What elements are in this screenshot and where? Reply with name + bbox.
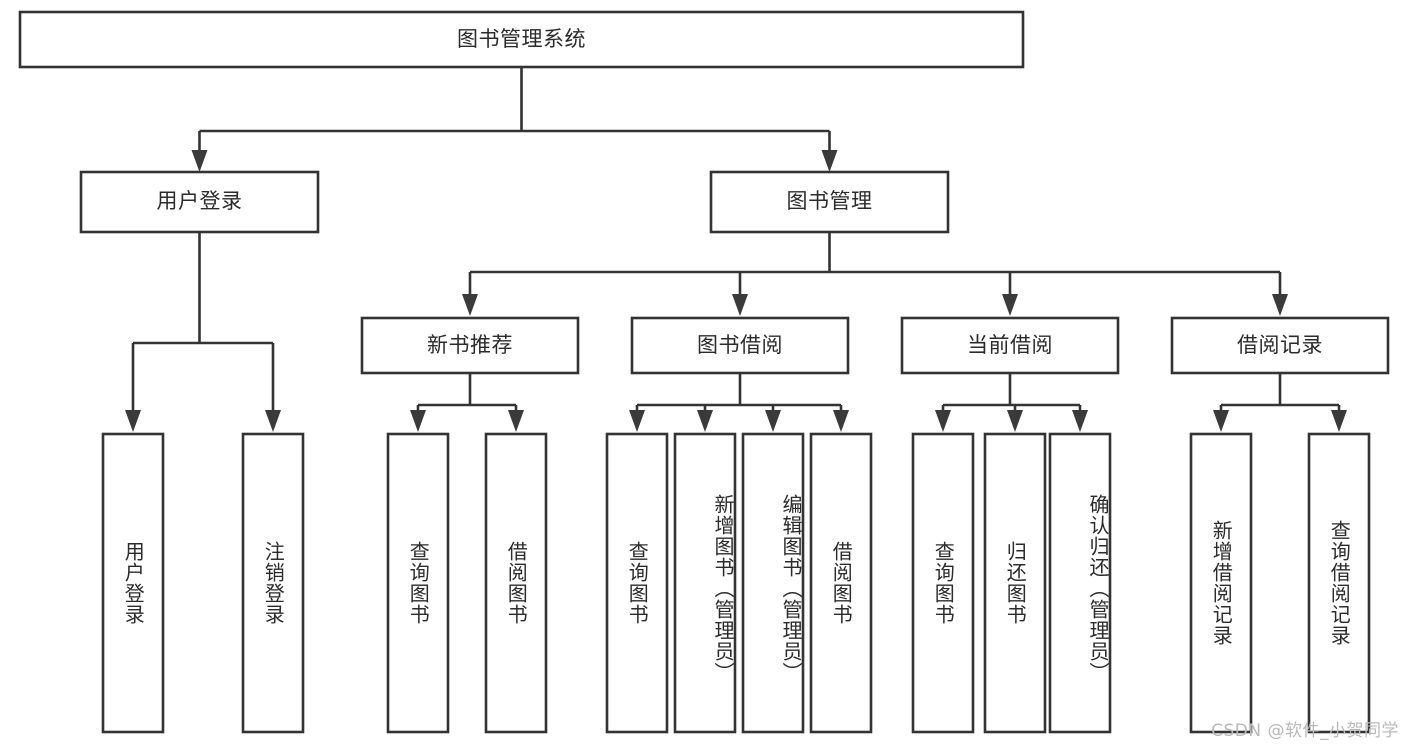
node-box-new-book-rec[interactable] xyxy=(360,316,580,375)
arrow-head-current-borrow xyxy=(1002,294,1018,316)
node-box-root[interactable] xyxy=(18,10,1025,69)
node-box-leaf-add-record[interactable] xyxy=(1189,432,1253,734)
arrow-head-leaf-user-logout xyxy=(265,410,281,432)
node-box-borrow-record[interactable] xyxy=(1170,316,1390,375)
node-box-leaf-edit-book[interactable] xyxy=(741,432,805,734)
connector-current-borrow-to-leaves xyxy=(941,373,1082,412)
connector-user-login-to-leaves xyxy=(131,232,275,412)
arrow-head-book-borrow xyxy=(732,294,748,316)
arrow-head-leaf-add-book xyxy=(697,410,713,432)
arrow-head-leaf-query-book-2 xyxy=(629,410,645,432)
connector-root-to-level2 xyxy=(198,67,831,152)
arrow-head-leaf-add-record xyxy=(1213,410,1229,432)
connector-book-borrow-to-leaves xyxy=(635,373,843,412)
node-box-leaf-borrow-book-1[interactable] xyxy=(484,432,548,734)
node-box-leaf-return-book[interactable] xyxy=(983,432,1047,734)
node-box-leaf-user-logout[interactable] xyxy=(241,432,305,734)
arrow-head-new-book-rec xyxy=(462,294,478,316)
arrow-head-leaf-query-book-1 xyxy=(410,410,426,432)
node-box-leaf-add-book[interactable] xyxy=(673,432,737,734)
arrow-head-leaf-borrow-book-2 xyxy=(833,410,849,432)
node-box-leaf-user-login[interactable] xyxy=(101,432,165,734)
connector-new-book-rec-to-leaves xyxy=(416,373,518,412)
node-box-current-borrow[interactable] xyxy=(900,316,1120,375)
node-box-user-login[interactable] xyxy=(79,170,320,234)
node-box-book-manage[interactable] xyxy=(709,170,950,234)
arrow-head-borrow-record xyxy=(1272,294,1288,316)
node-box-book-borrow[interactable] xyxy=(630,316,850,375)
node-box-leaf-query-book-2[interactable] xyxy=(605,432,669,734)
arrow-head-book-manage xyxy=(821,150,838,172)
connector-borrow-record-to-leaves xyxy=(1219,373,1341,412)
node-box-leaf-borrow-book-2[interactable] xyxy=(809,432,873,734)
arrow-head-leaf-return-book xyxy=(1007,410,1023,432)
arrow-head-leaf-edit-book xyxy=(765,410,781,432)
node-box-leaf-query-record[interactable] xyxy=(1307,432,1371,734)
node-box-leaf-query-book-3[interactable] xyxy=(911,432,975,734)
connector-book-manage-to-level3 xyxy=(468,232,1282,296)
arrow-head-leaf-query-book-3 xyxy=(935,410,951,432)
node-box-leaf-query-book-1[interactable] xyxy=(386,432,450,734)
arrow-head-user-login xyxy=(191,150,208,172)
arrow-head-leaf-query-record xyxy=(1331,410,1347,432)
arrow-head-leaf-borrow-book-1 xyxy=(508,410,524,432)
arrow-head-leaf-user-login xyxy=(125,410,141,432)
arrow-head-leaf-confirm-return xyxy=(1072,410,1088,432)
node-box-leaf-confirm-return[interactable] xyxy=(1048,432,1112,734)
